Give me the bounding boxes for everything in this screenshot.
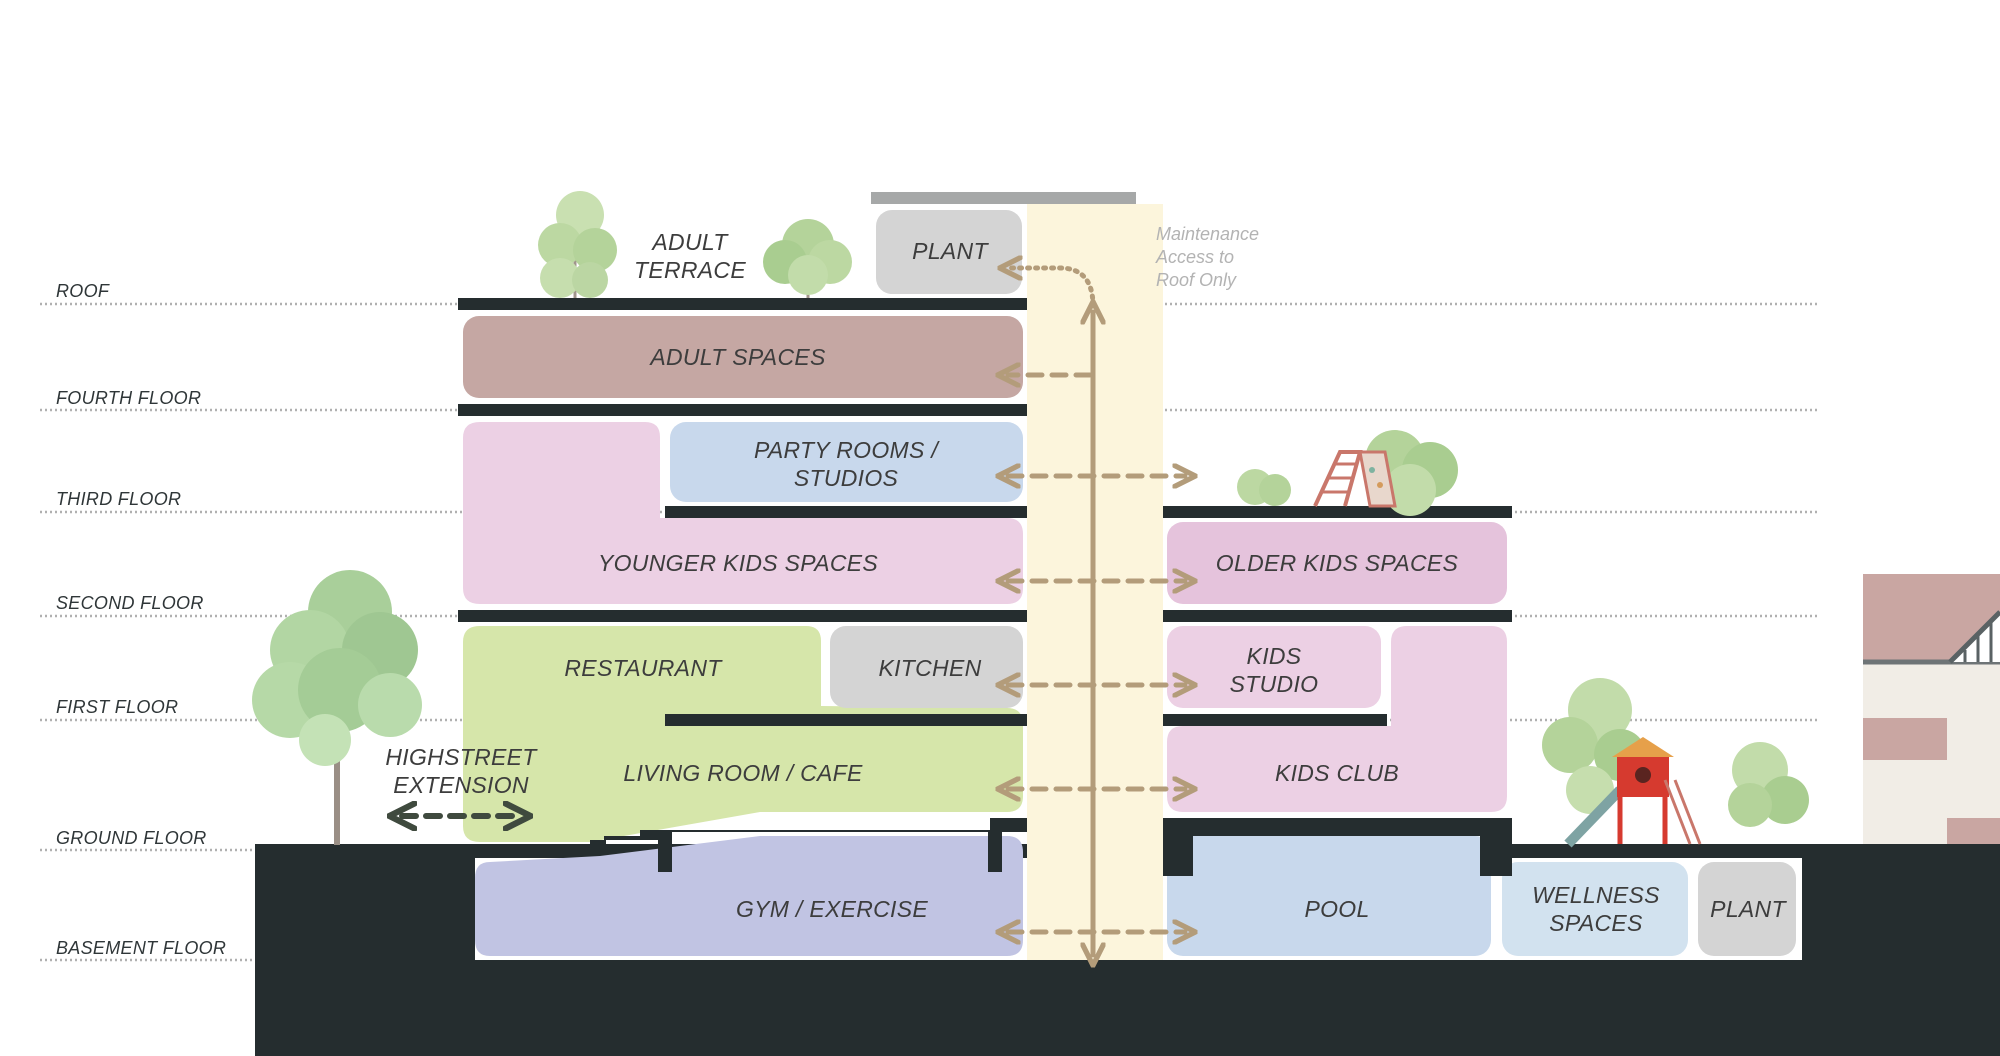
floor-label-roof: ROOF — [56, 281, 110, 301]
floor-label-basement: BASEMENT FLOOR — [56, 938, 226, 958]
rooms — [463, 210, 1796, 956]
roof-access-arrow — [1010, 268, 1096, 309]
floor-label-fourth: FOURTH FLOOR — [56, 388, 201, 408]
gym-room — [475, 836, 1023, 956]
adult-terrace-label-2: TERRACE — [634, 257, 746, 283]
restaurant-living-room — [463, 626, 1023, 842]
kitchen-room — [830, 626, 1023, 708]
adult-spaces-label: ADULT SPACES — [648, 344, 826, 370]
wellness-label-2: SPACES — [1549, 910, 1643, 936]
wellness-room — [1502, 862, 1688, 956]
plant-roof-label: PLANT — [912, 238, 989, 264]
adult-terrace-label-1: ADULT — [650, 229, 729, 255]
restaurant-label: RESTAURANT — [564, 655, 723, 681]
younger-kids-label: YOUNGER KIDS SPACES — [598, 550, 878, 576]
party-rooms-room — [670, 422, 1023, 502]
highstreet-label-2: EXTENSION — [393, 772, 529, 798]
kids-studio-room — [1167, 626, 1381, 708]
core-roof-cap — [871, 192, 1136, 204]
plant-basement-room — [1698, 862, 1796, 956]
tree-icon — [252, 570, 422, 845]
maintenance-note-line-2: Access to — [1155, 247, 1234, 267]
kids-studio-label-1: KIDS — [1247, 643, 1302, 669]
plant-roof-room — [876, 210, 1022, 294]
garden-trees-icon — [1542, 678, 1809, 827]
kitchen-label: KITCHEN — [878, 655, 981, 681]
younger-kids-room — [463, 422, 1023, 604]
kids-club-label: KIDS CLUB — [1275, 760, 1399, 786]
maintenance-note-line-3: Roof Only — [1156, 270, 1237, 290]
floor-label-third: THIRD FLOOR — [56, 489, 181, 509]
roof-tree-icon — [538, 191, 617, 298]
living-room-label: LIVING ROOM / CAFE — [623, 760, 863, 786]
plant-basement-label: PLANT — [1710, 896, 1787, 922]
maintenance-note-line-1: Maintenance — [1156, 224, 1259, 244]
party-rooms-label-1: PARTY ROOMS / — [754, 437, 940, 463]
wellness-label-1: WELLNESS — [1532, 882, 1660, 908]
pool-label: POOL — [1304, 896, 1369, 922]
older-kids-label: OLDER KIDS SPACES — [1216, 550, 1459, 576]
kids-club-room — [1167, 626, 1507, 812]
playground-icon — [1564, 737, 1702, 848]
pool-room — [1167, 836, 1491, 956]
neighbour-house — [1863, 574, 2000, 844]
floor-label-second: SECOND FLOOR — [56, 593, 204, 613]
roof-tree-icon — [763, 219, 852, 298]
gym-label: GYM / EXERCISE — [736, 896, 928, 922]
party-rooms-label-2: STUDIOS — [794, 465, 899, 491]
older-kids-room — [1167, 522, 1507, 604]
circulation-arrows — [1008, 268, 1185, 955]
climbing-frame-icon — [1313, 450, 1397, 508]
floor-label-first: FIRST FLOOR — [56, 697, 178, 717]
floor-slabs — [255, 298, 1802, 876]
highstreet-label-1: HIGHSTREET — [385, 744, 538, 770]
floor-label-ground: GROUND FLOOR — [56, 828, 207, 848]
adult-spaces-room — [463, 316, 1023, 398]
kids-studio-label-2: STUDIO — [1230, 671, 1319, 697]
